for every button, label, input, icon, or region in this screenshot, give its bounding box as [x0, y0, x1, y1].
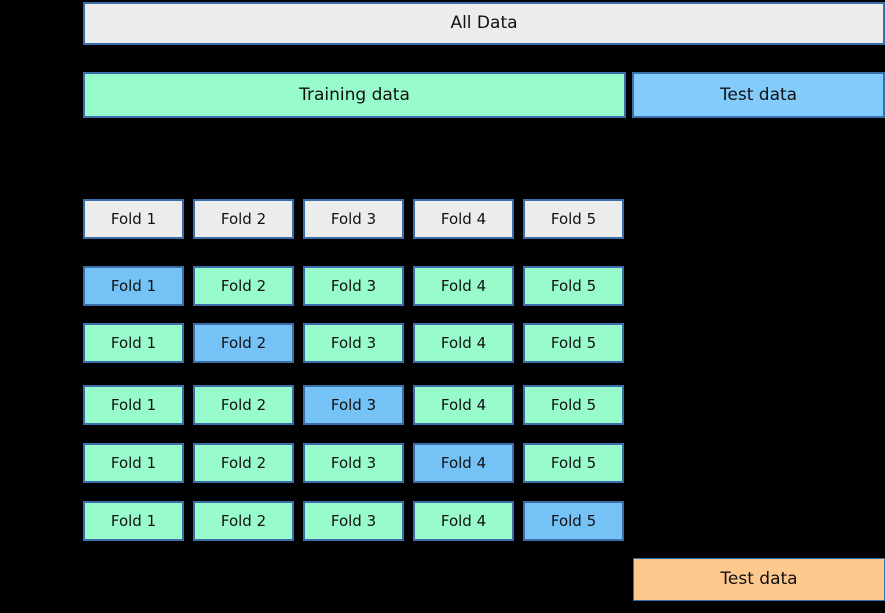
- fold-box: Fold 5: [523, 501, 624, 541]
- fold-header-box: Fold 1: [83, 199, 184, 239]
- fold-box: Fold 3: [303, 385, 404, 425]
- fold-box: Fold 1: [83, 385, 184, 425]
- fold-box: Fold 1: [83, 443, 184, 483]
- fold-box: Fold 2: [193, 443, 294, 483]
- fold-box: Fold 4: [413, 385, 514, 425]
- fold-header-box: Fold 4: [413, 199, 514, 239]
- fold-box: Fold 1: [83, 266, 184, 306]
- fold-box: Fold 2: [193, 266, 294, 306]
- fold-box: Fold 2: [193, 323, 294, 363]
- fold-box: Fold 2: [193, 385, 294, 425]
- fold-box: Fold 3: [303, 323, 404, 363]
- all-data-bar: All Data: [83, 2, 885, 45]
- test-data-bar: Test data: [632, 72, 885, 118]
- fold-box: Fold 5: [523, 385, 624, 425]
- fold-box: Fold 3: [303, 501, 404, 541]
- fold-box: Fold 4: [413, 323, 514, 363]
- fold-box: Fold 4: [413, 501, 514, 541]
- training-data-bar: Training data: [83, 72, 626, 118]
- fold-box: Fold 1: [83, 323, 184, 363]
- fold-header-box: Fold 3: [303, 199, 404, 239]
- fold-box: Fold 2: [193, 501, 294, 541]
- fold-box: Fold 1: [83, 501, 184, 541]
- fold-box: Fold 4: [413, 266, 514, 306]
- fold-box: Fold 3: [303, 266, 404, 306]
- final-test-data-bar: Test data: [633, 558, 885, 601]
- fold-box: Fold 5: [523, 323, 624, 363]
- fold-header-box: Fold 2: [193, 199, 294, 239]
- fold-box: Fold 4: [413, 443, 514, 483]
- fold-box: Fold 3: [303, 443, 404, 483]
- fold-box: Fold 5: [523, 443, 624, 483]
- fold-header-box: Fold 5: [523, 199, 624, 239]
- fold-box: Fold 5: [523, 266, 624, 306]
